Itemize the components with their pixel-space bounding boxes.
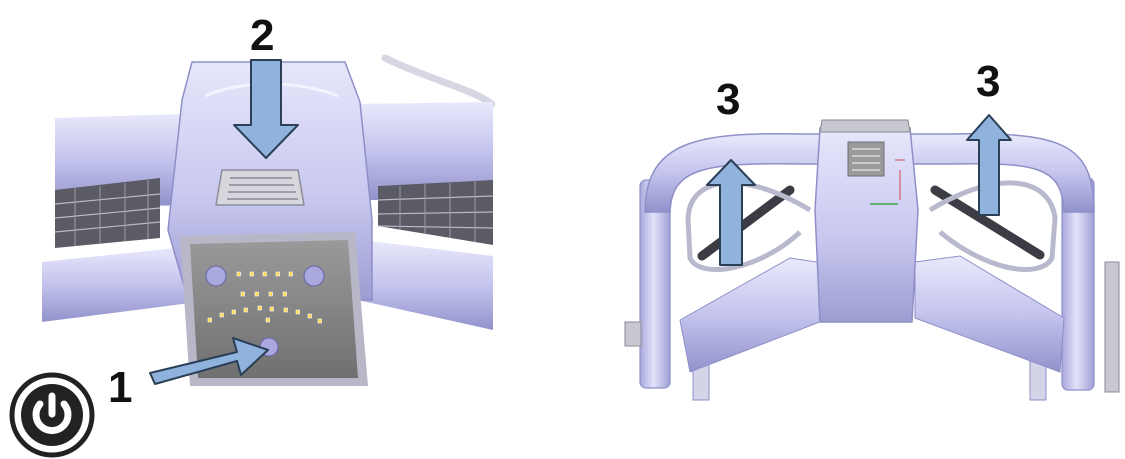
inner-rod-right [930,185,1045,260]
device-closeup-view [42,54,496,386]
center-module [814,127,919,323]
mesh-pad-left [54,178,161,248]
callout-1: 1 [108,363,133,412]
mesh-pad-right [377,180,494,245]
cable [381,54,496,108]
callout-2: 2 [250,11,275,60]
lower-arm-left [679,257,831,373]
device-frame-view [624,114,1120,401]
side-bracket-left [624,321,642,347]
power-icon [9,372,95,458]
inner-rod-left [697,185,795,261]
panel-button-left[interactable] [205,265,227,287]
arrow-3-right-up [966,114,1012,216]
callout-3-left: 3 [716,75,741,124]
arrow-1-diagonal [149,337,269,385]
arrow-3-left-up [706,159,756,266]
front-arm-right [358,240,493,330]
center-vent[interactable] [847,141,885,177]
top-vent-button[interactable] [215,169,305,206]
led-indicators [207,271,322,324]
control-panel [180,232,368,386]
panel-button-right[interactable] [303,265,325,287]
callout-3-right: 3 [976,57,1001,106]
side-bracket-right [1104,261,1120,393]
arrow-2-down [233,59,299,159]
center-module-top [819,119,911,133]
front-arm-left [42,246,198,322]
lower-arm-right [914,255,1065,373]
rear-arm-right [350,102,493,200]
